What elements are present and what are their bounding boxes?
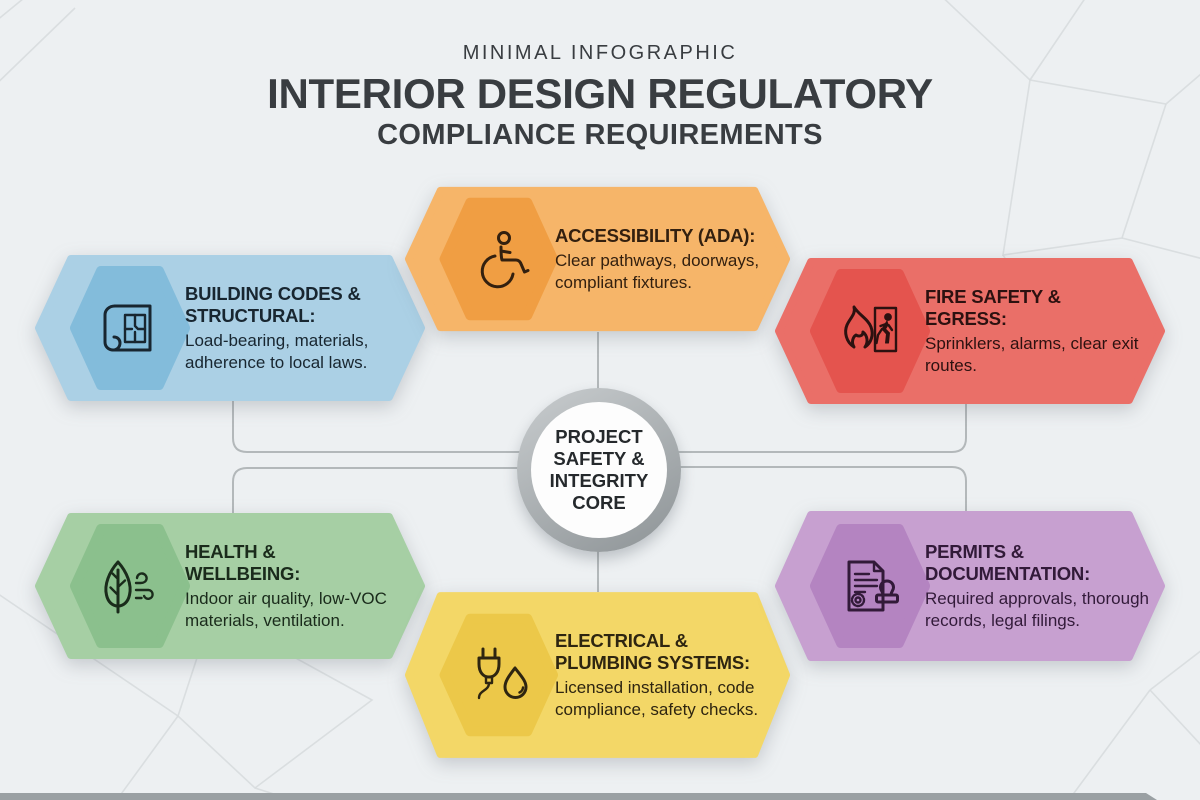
core-label: PROJECT SAFETY & INTEGRITY CORE bbox=[549, 426, 649, 513]
section-body: Indoor air quality, low-VOC materials, v… bbox=[185, 589, 387, 630]
section-building-codes: BUILDING CODES &STRUCTURAL: Load-bearing… bbox=[35, 255, 425, 401]
fire-exit-icon bbox=[844, 305, 898, 353]
hexagon-banner-shape bbox=[775, 258, 1165, 404]
leaf-wind-icon bbox=[104, 560, 154, 614]
section-heading: ELECTRICAL &PLUMBING SYSTEMS: bbox=[555, 629, 750, 674]
wheelchair-icon bbox=[480, 231, 530, 289]
blueprint-icon bbox=[103, 304, 152, 352]
core-circle-inner: PROJECT SAFETY & INTEGRITY CORE bbox=[531, 402, 667, 538]
section-body: Licensed installation, code compliance, … bbox=[555, 678, 759, 719]
section-body: Clear pathways, doorways, compliant fixt… bbox=[555, 251, 760, 292]
section-permits-documentation: PERMITS &DOCUMENTATION: Required approva… bbox=[775, 511, 1165, 661]
document-stamp-icon bbox=[847, 560, 899, 612]
section-fire-safety: FIRE SAFETY &EGRESS: Sprinklers, alarms,… bbox=[775, 258, 1165, 404]
core-circle: PROJECT SAFETY & INTEGRITY CORE bbox=[517, 388, 681, 552]
page-title: INTERIOR DESIGN REGULATORY bbox=[267, 70, 933, 117]
section-accessibility: ACCESSIBILITY (ADA): Clear pathways, doo… bbox=[405, 186, 790, 332]
section-body: Sprinklers, alarms, clear exit routes. bbox=[925, 334, 1139, 375]
eyebrow-text: MINIMAL INFOGRAPHIC bbox=[462, 42, 738, 64]
plug-droplet-icon bbox=[477, 647, 528, 700]
page-subtitle: COMPLIANCE REQUIREMENTS bbox=[377, 119, 823, 151]
hexagon-banner-shape bbox=[405, 592, 790, 758]
section-health-wellbeing: HEALTH &WELLBEING: Indoor air quality, l… bbox=[35, 513, 425, 659]
hexagon-banner-shape bbox=[405, 186, 790, 332]
section-heading: HEALTH &WELLBEING: bbox=[185, 540, 301, 585]
header: MINIMAL INFOGRAPHIC INTERIOR DESIGN REGU… bbox=[0, 42, 1200, 152]
section-electrical-plumbing: ELECTRICAL &PLUMBING SYSTEMS: Licensed i… bbox=[405, 591, 790, 759]
section-heading: PERMITS &DOCUMENTATION: bbox=[925, 540, 1091, 585]
footer-accent-bar bbox=[0, 793, 1157, 800]
section-heading: ACCESSIBILITY (ADA): bbox=[555, 225, 756, 246]
section-heading: FIRE SAFETY &EGRESS: bbox=[925, 285, 1061, 330]
section-body: Load-bearing, materials, adherence to lo… bbox=[185, 331, 369, 372]
section-heading: BUILDING CODES &STRUCTURAL: bbox=[185, 282, 361, 327]
section-body: Required approvals, thorough records, le… bbox=[925, 589, 1149, 630]
